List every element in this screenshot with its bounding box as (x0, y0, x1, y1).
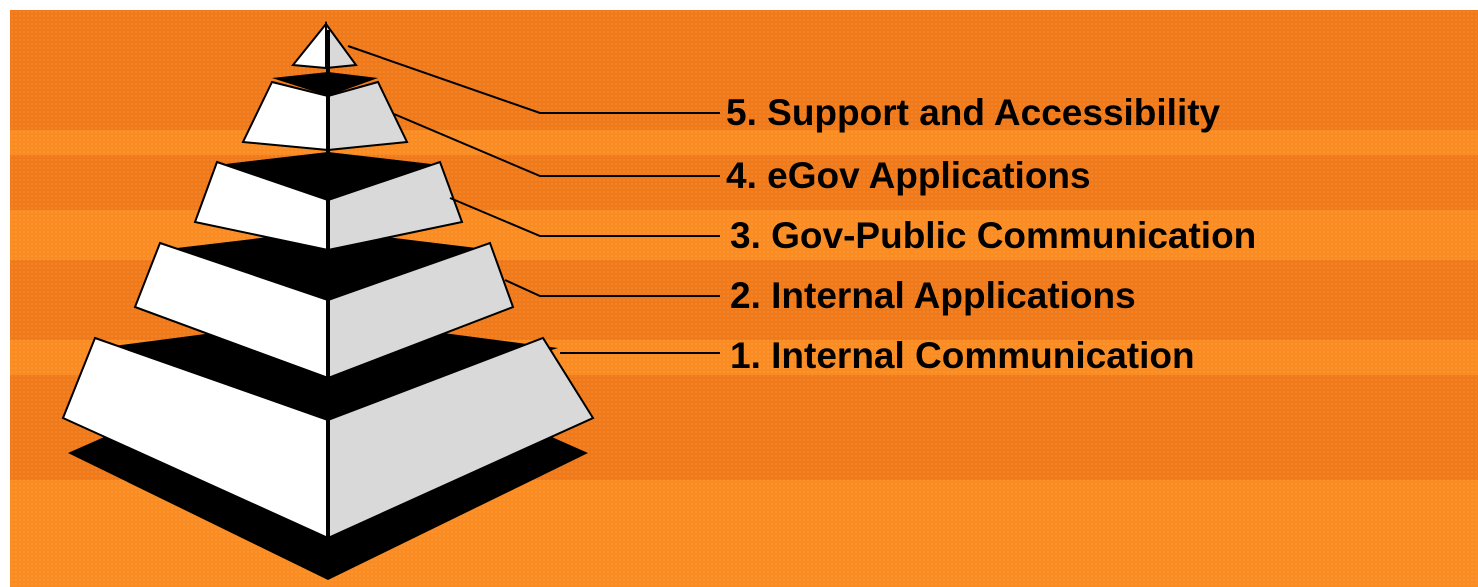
leader-line-2 (504, 279, 720, 297)
tier-5-right-face (325, 20, 358, 70)
tier-4-left-face (241, 80, 329, 152)
tier-4-right-face (327, 80, 409, 152)
layer-label-1: 1. Internal Communication (730, 335, 1195, 376)
leader-line-5 (347, 45, 720, 114)
diagram-canvas: 5. Support and Accessibility 4. eGov App… (10, 10, 1478, 587)
layer-label-4: 4. eGov Applications (726, 155, 1091, 196)
tier-4-top-shadow (272, 72, 378, 96)
tier-5-left-face (291, 21, 327, 70)
layer-label-5: 5. Support and Accessibility (726, 92, 1221, 133)
layer-label-3: 3. Gov-Public Communication (730, 215, 1256, 256)
layer-label-2: 2. Internal Applications (730, 275, 1136, 316)
leader-line-3 (449, 197, 720, 237)
pyramid-diagram: 5. Support and Accessibility 4. eGov App… (61, 20, 1256, 580)
leader-line-4 (393, 113, 720, 177)
